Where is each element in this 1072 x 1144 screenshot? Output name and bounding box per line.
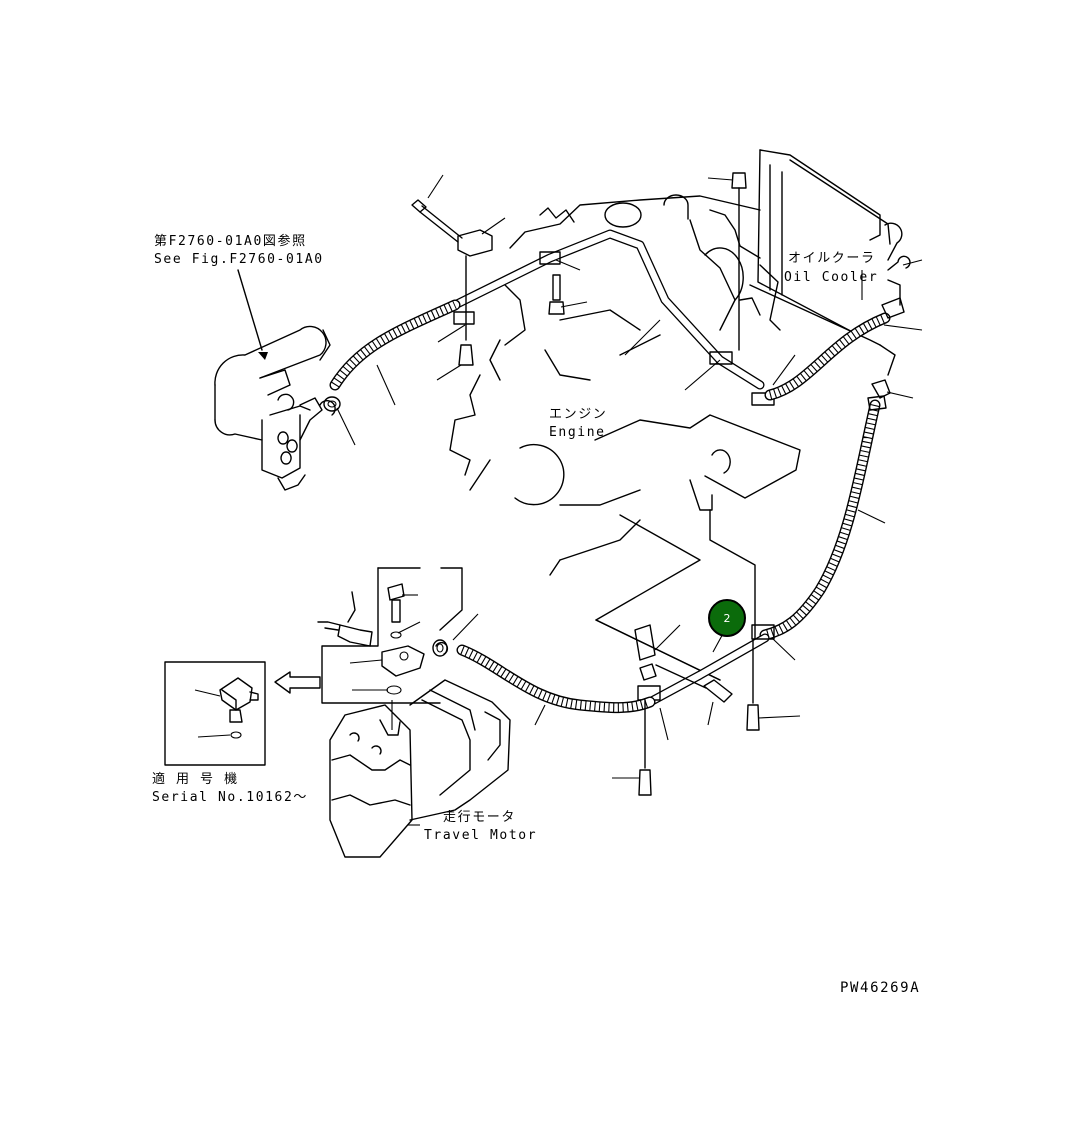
- reference-note-jp: 第F2760-01A0図参照: [154, 234, 307, 249]
- oil-cooler-label-jp: オイルクーラ: [788, 251, 876, 266]
- engine-label-en: Engine: [549, 425, 606, 440]
- engine-label-jp: エンジン: [549, 407, 608, 422]
- drawing-number: PW46269A: [840, 980, 921, 996]
- sensor-exploded: [317, 567, 463, 704]
- serial-label-jp: 適 用 号 機: [152, 772, 239, 787]
- upper-left-hose: [323, 299, 461, 412]
- serial-label-en: Serial No.10162～: [152, 790, 308, 805]
- leader-lines: [336, 174, 923, 779]
- reference-note-en: See Fig.F2760-01A0: [154, 252, 324, 267]
- long-right-hose: [759, 395, 887, 641]
- engine-outline: [449, 194, 801, 681]
- travel-motor: [329, 679, 511, 858]
- callout-marker[interactable]: 2: [708, 599, 746, 637]
- bolts: [411, 172, 760, 796]
- travel-motor-label-jp: 走行モータ: [443, 810, 517, 825]
- oil-cooler-label-en: Oil Cooler: [784, 270, 879, 285]
- lower-hose: [432, 639, 656, 714]
- upper-right-hose: [764, 297, 905, 401]
- travel-motor-label-en: Travel Motor: [424, 828, 538, 843]
- serial-inset: [164, 661, 321, 766]
- reference-arrow: [237, 269, 268, 360]
- lower-steel-pipe: [634, 624, 775, 707]
- oil-cooler-core: [709, 149, 911, 399]
- reference-assembly-left: [214, 325, 336, 491]
